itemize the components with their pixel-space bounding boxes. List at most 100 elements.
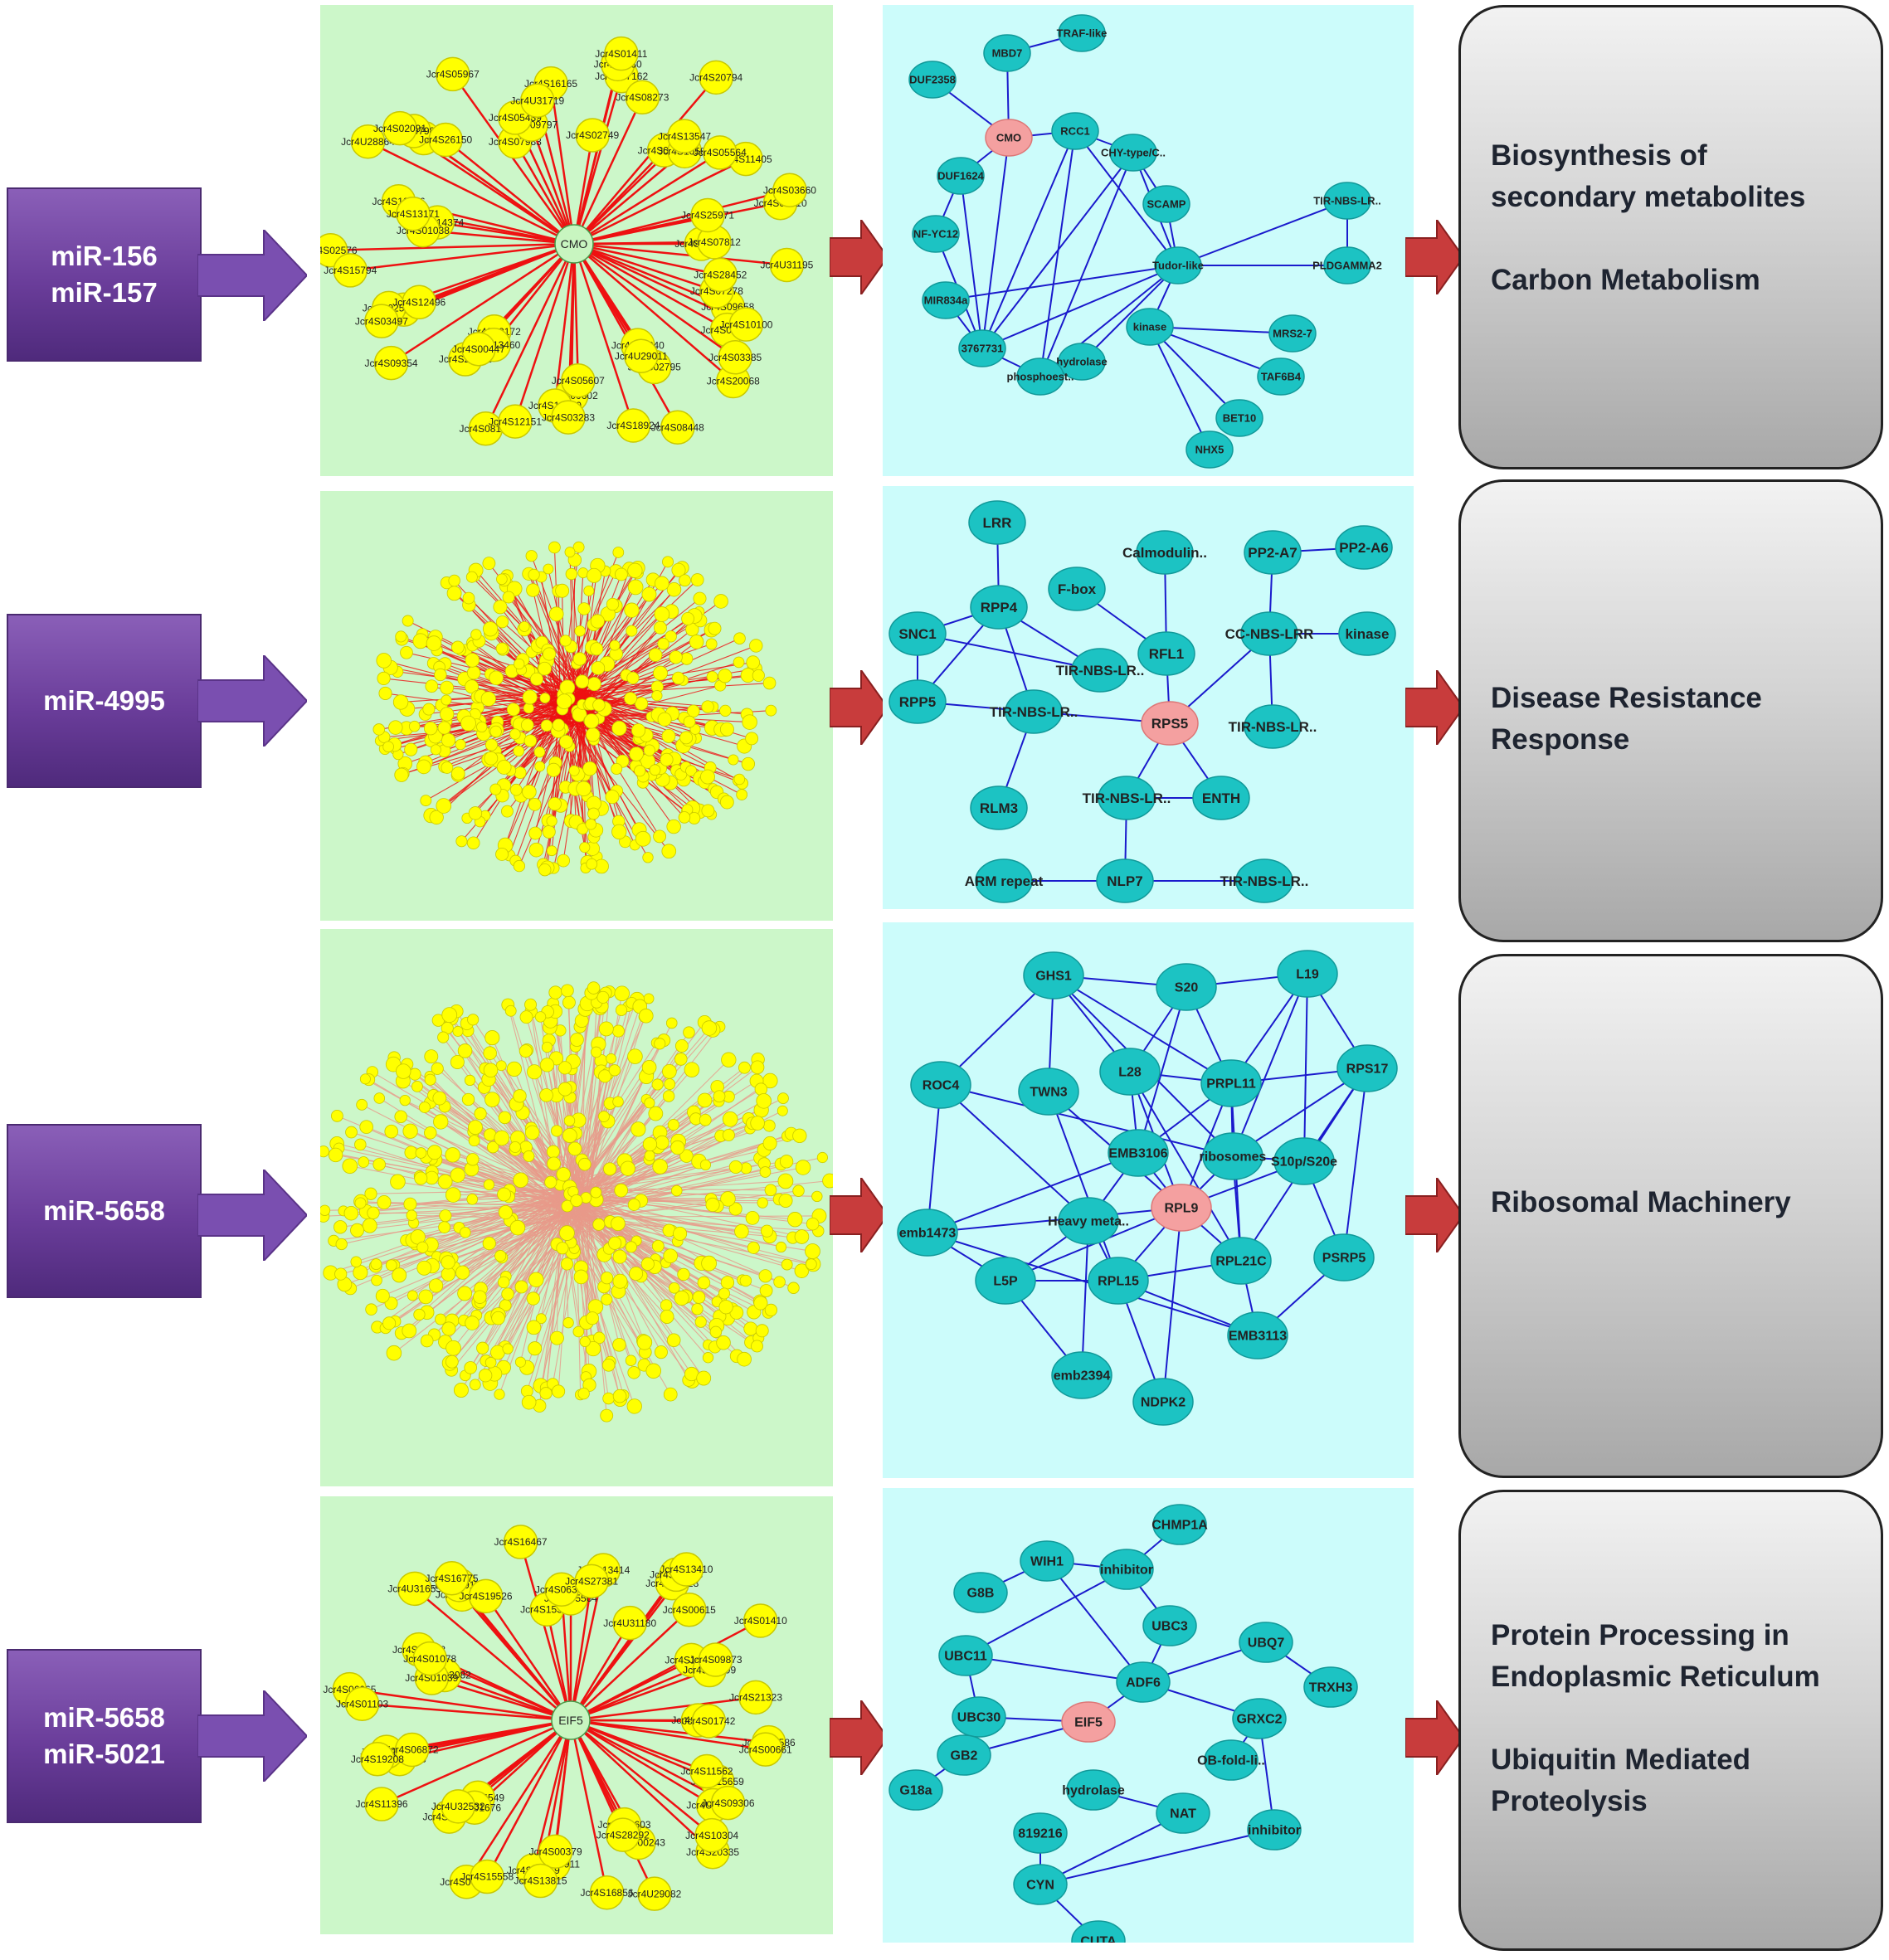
target-node xyxy=(627,1198,640,1211)
target-node xyxy=(498,404,533,439)
network-edge xyxy=(1053,975,1232,1084)
target-node xyxy=(450,1054,465,1069)
function-text: Protein Processing in Endoplasmic Reticu… xyxy=(1491,1619,1820,1817)
network-node xyxy=(1257,357,1305,396)
network-node xyxy=(1239,1622,1293,1663)
target-node xyxy=(484,1356,497,1369)
target-node xyxy=(543,563,554,575)
network-node-label: F-box xyxy=(1058,581,1097,597)
target-node xyxy=(441,1789,476,1824)
target-node xyxy=(551,1125,563,1137)
target-node xyxy=(509,728,521,740)
target-label: Jcr4S21323 xyxy=(729,1692,782,1704)
network-node xyxy=(1277,950,1338,998)
network-node xyxy=(1071,1920,1126,1943)
hub-node xyxy=(551,1700,591,1740)
target-node xyxy=(625,80,660,115)
target-node xyxy=(548,985,562,999)
target-node xyxy=(733,632,746,645)
function-text: Ribosomal Machinery xyxy=(1491,1186,1791,1218)
edge-group xyxy=(927,973,1368,1403)
target-node xyxy=(794,1263,810,1278)
target-node xyxy=(362,1218,377,1233)
target-node xyxy=(699,60,733,95)
network-node xyxy=(910,1061,971,1109)
target-label: Jcr4S10304 xyxy=(685,1830,738,1841)
target-node xyxy=(579,1335,591,1347)
network-node xyxy=(922,281,970,319)
target-node xyxy=(777,1173,794,1189)
target-node xyxy=(506,1061,523,1077)
target-node xyxy=(528,797,542,811)
target-node xyxy=(589,1875,625,1910)
network-node-label: 3767731 xyxy=(962,343,1004,355)
target-node xyxy=(749,639,763,653)
target-node xyxy=(661,844,677,859)
target-node xyxy=(344,1686,380,1721)
target-node xyxy=(350,124,386,159)
target-node xyxy=(404,742,418,756)
target-edge xyxy=(411,1214,559,1220)
target-edge xyxy=(365,1078,567,1194)
network-edge xyxy=(1039,152,1134,377)
network-node-label: TIR-NBS-LR.. xyxy=(1056,663,1145,678)
network-hub-label: RPL9 xyxy=(1165,1202,1199,1216)
target-node xyxy=(546,1145,560,1159)
network-node xyxy=(889,679,947,724)
target-edge xyxy=(533,574,586,721)
target-node xyxy=(520,1384,533,1398)
target-node xyxy=(408,720,421,732)
target-edge xyxy=(561,715,695,819)
target-node xyxy=(523,1150,535,1162)
target-node xyxy=(376,653,392,669)
target-node xyxy=(514,766,527,780)
target-node xyxy=(673,1226,688,1241)
target-node xyxy=(615,1004,628,1016)
target-node xyxy=(706,670,718,683)
target-node xyxy=(523,703,534,714)
network-node xyxy=(897,1209,958,1257)
network-node xyxy=(1116,1661,1171,1703)
target-node xyxy=(547,1156,562,1171)
target-edge xyxy=(554,1719,572,1852)
target-node xyxy=(437,1174,453,1189)
network-node xyxy=(1192,776,1250,820)
target-label: Jcr4S03385 xyxy=(708,352,762,363)
target-node xyxy=(586,1311,600,1325)
target-node xyxy=(546,845,557,857)
target-node xyxy=(539,1088,553,1102)
target-node xyxy=(460,715,476,732)
network-node xyxy=(889,611,947,656)
target-node xyxy=(333,1220,348,1234)
network-edge xyxy=(981,130,1076,349)
target-node xyxy=(464,1074,476,1087)
target-node xyxy=(747,1732,783,1767)
target-node xyxy=(637,1876,672,1911)
target-node xyxy=(643,744,655,756)
red-arrow-icon xyxy=(830,1178,888,1252)
target-node xyxy=(587,567,602,583)
target-node xyxy=(572,541,585,553)
target-node xyxy=(653,620,667,635)
edge-group xyxy=(932,32,1348,450)
red-arrow-icon xyxy=(830,1700,888,1775)
target-label: Jcr4S08273 xyxy=(616,91,669,103)
target-node xyxy=(523,1863,558,1899)
target-node xyxy=(403,1197,417,1211)
target-node xyxy=(719,795,734,810)
target-node xyxy=(570,1194,583,1208)
network-node xyxy=(1152,1504,1207,1545)
target-node xyxy=(614,985,630,1002)
network-edge xyxy=(981,137,1010,349)
target-node xyxy=(710,1785,746,1821)
network-node-label: LRR xyxy=(983,515,1012,531)
network-node-label: RFL1 xyxy=(1149,646,1185,662)
target-node xyxy=(407,1290,418,1301)
target-node xyxy=(474,1107,487,1121)
mirna-box: miR-5658 xyxy=(7,1124,202,1298)
target-node xyxy=(562,1128,577,1143)
target-edge xyxy=(573,243,734,382)
target-node xyxy=(703,257,738,293)
target-node xyxy=(371,1274,382,1286)
target-edge xyxy=(451,1205,573,1363)
